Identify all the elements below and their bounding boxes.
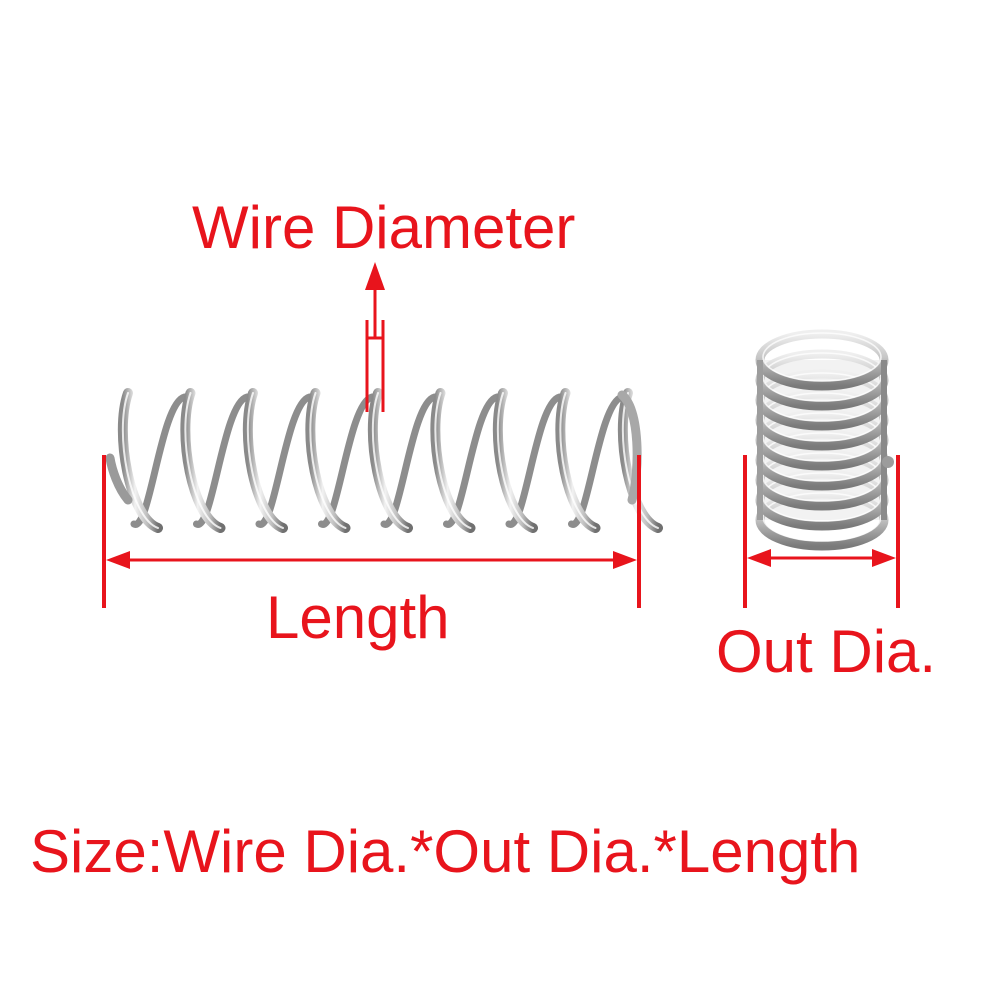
- long-spring-coil-highlight: [434, 392, 472, 529]
- long-spring-coil-highlight: [559, 392, 597, 529]
- length-left-arrow: [106, 551, 130, 569]
- long-spring-back-coil: [255, 393, 313, 528]
- long-spring-front-coil: [430, 388, 476, 533]
- short-spring-wire-tip: [882, 456, 894, 468]
- out-dia-right-arrow: [872, 549, 896, 567]
- wire-diameter-arrow-head: [365, 262, 385, 290]
- out-dia-label: Out Dia.: [716, 618, 937, 685]
- wire-diameter-indicator: [365, 262, 385, 412]
- out-dia-left-arrow: [747, 549, 771, 567]
- long-spring-coil-highlight: [496, 392, 534, 529]
- out-dia-dimension: [743, 455, 900, 608]
- long-spring-coil-highlight: [121, 392, 159, 529]
- long-spring-coil-highlight: [371, 392, 409, 529]
- long-spring-back-coil: [443, 393, 501, 528]
- short-spring-image: [755, 329, 894, 551]
- length-right-arrow: [613, 551, 637, 569]
- long-spring-front-coil: [180, 388, 226, 533]
- long-spring-front-coil: [492, 388, 538, 533]
- length-label: Length: [266, 584, 450, 651]
- short-spring-coil-highlight: [762, 332, 882, 382]
- long-spring-coil-highlight: [621, 392, 659, 529]
- size-formula-caption: Size:Wire Dia.*Out Dia.*Length: [30, 818, 861, 885]
- long-spring-front-coil: [242, 388, 288, 533]
- long-spring-front-coil: [367, 388, 413, 533]
- long-spring-front-coil: [555, 388, 601, 533]
- long-spring-back-coil: [568, 393, 626, 528]
- long-spring-coil-highlight: [309, 392, 347, 529]
- long-spring-coil-highlight: [184, 392, 222, 529]
- long-spring-image: [105, 388, 663, 533]
- length-dimension: [102, 455, 641, 608]
- long-spring-right-end: [617, 390, 642, 505]
- long-spring-back-coil: [193, 393, 251, 528]
- wire-diameter-label: Wire Diameter: [192, 194, 576, 261]
- long-spring-front-coil: [117, 388, 163, 533]
- long-spring-back-coil: [380, 393, 438, 528]
- long-spring-front-coil: [305, 388, 351, 533]
- long-spring-back-coil: [130, 393, 188, 528]
- long-spring-left-end: [105, 453, 133, 505]
- long-spring-back-coil: [505, 393, 563, 528]
- long-spring-coil-highlight: [246, 392, 284, 529]
- long-spring-back-coil: [318, 393, 376, 528]
